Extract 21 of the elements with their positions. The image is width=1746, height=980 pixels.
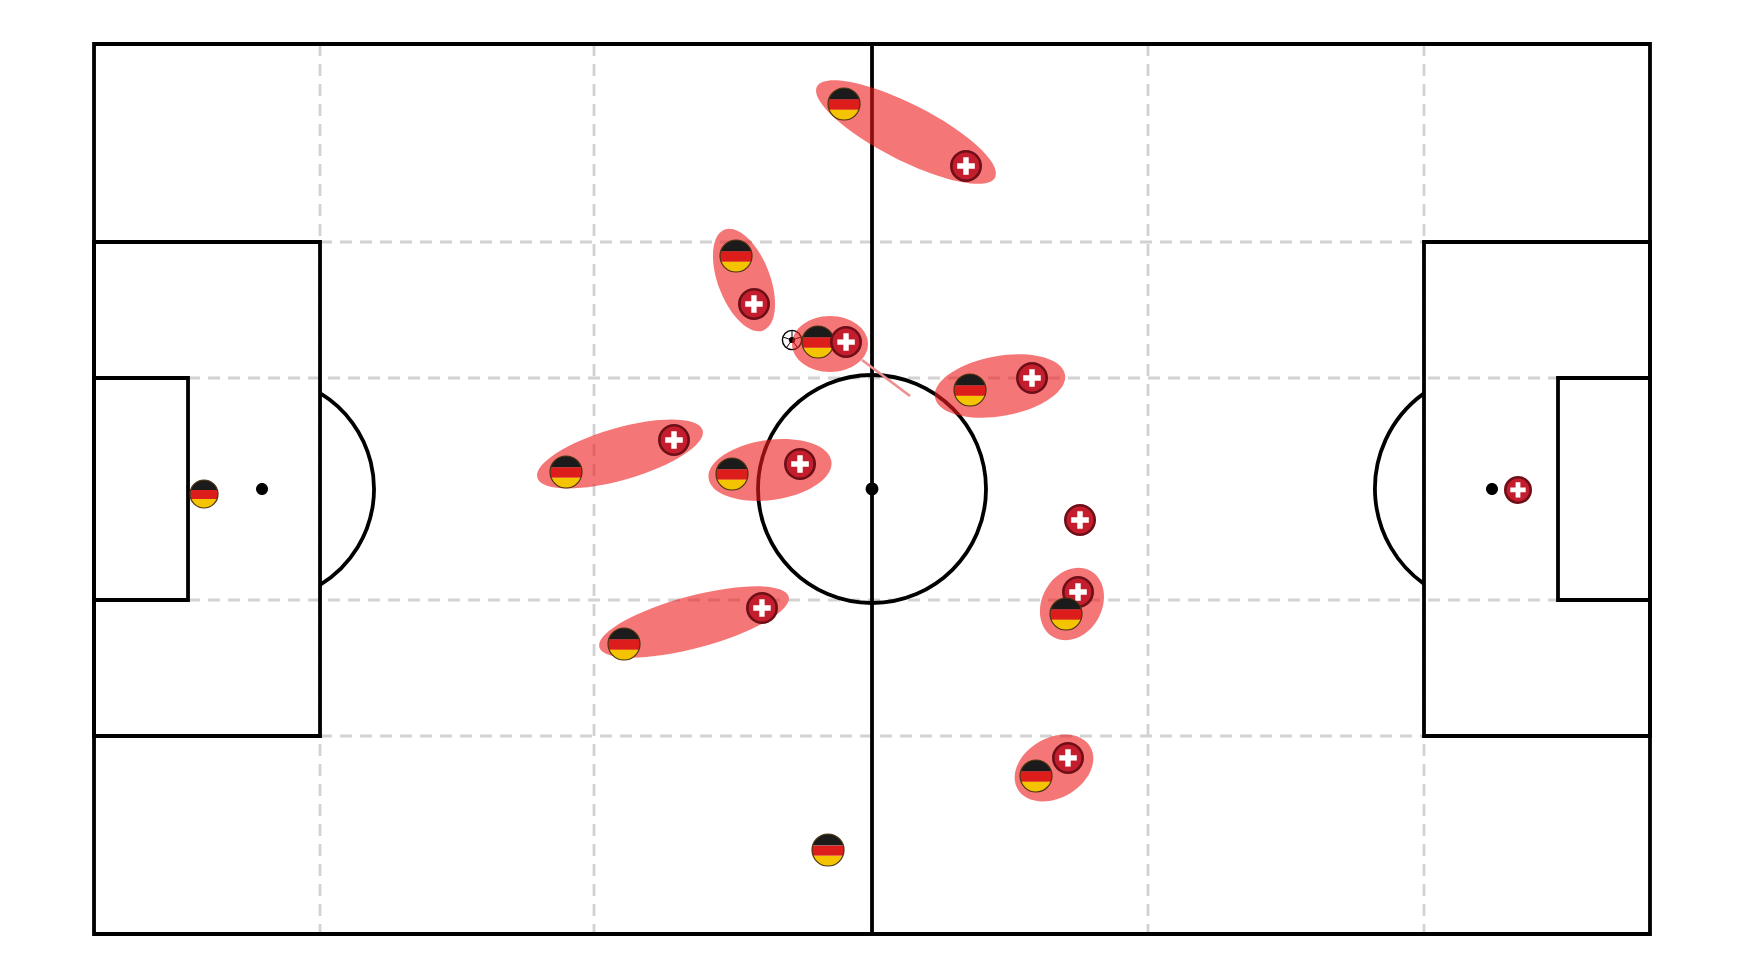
german-flag-icon: [715, 457, 749, 491]
swiss-flag-icon: [658, 424, 690, 456]
german-flag-icon: [827, 87, 861, 121]
swiss-flag-icon: [738, 288, 770, 320]
swiss-flag-icon: [784, 448, 816, 480]
german-flag-icon: [953, 373, 987, 407]
swiss-flag-icon: [1052, 742, 1084, 774]
swiss-flag-icon: [1504, 476, 1532, 504]
german-flag-icon: [801, 325, 835, 359]
swiss-flag-icon: [1016, 362, 1048, 394]
swiss-flag-icon: [746, 592, 778, 624]
german-flag-icon: [1049, 597, 1083, 631]
swiss-flag-icon: [1064, 504, 1096, 536]
swiss-flag-icon: [830, 326, 862, 358]
german-flag-icon: [189, 479, 219, 509]
german-flag-icon: [607, 627, 641, 661]
german-flag-icon: [549, 455, 583, 489]
german-flag-icon: [719, 239, 753, 273]
german-flag-icon: [1019, 759, 1053, 793]
german-flag-icon: [811, 833, 845, 867]
swiss-flag-icon: [950, 150, 982, 182]
